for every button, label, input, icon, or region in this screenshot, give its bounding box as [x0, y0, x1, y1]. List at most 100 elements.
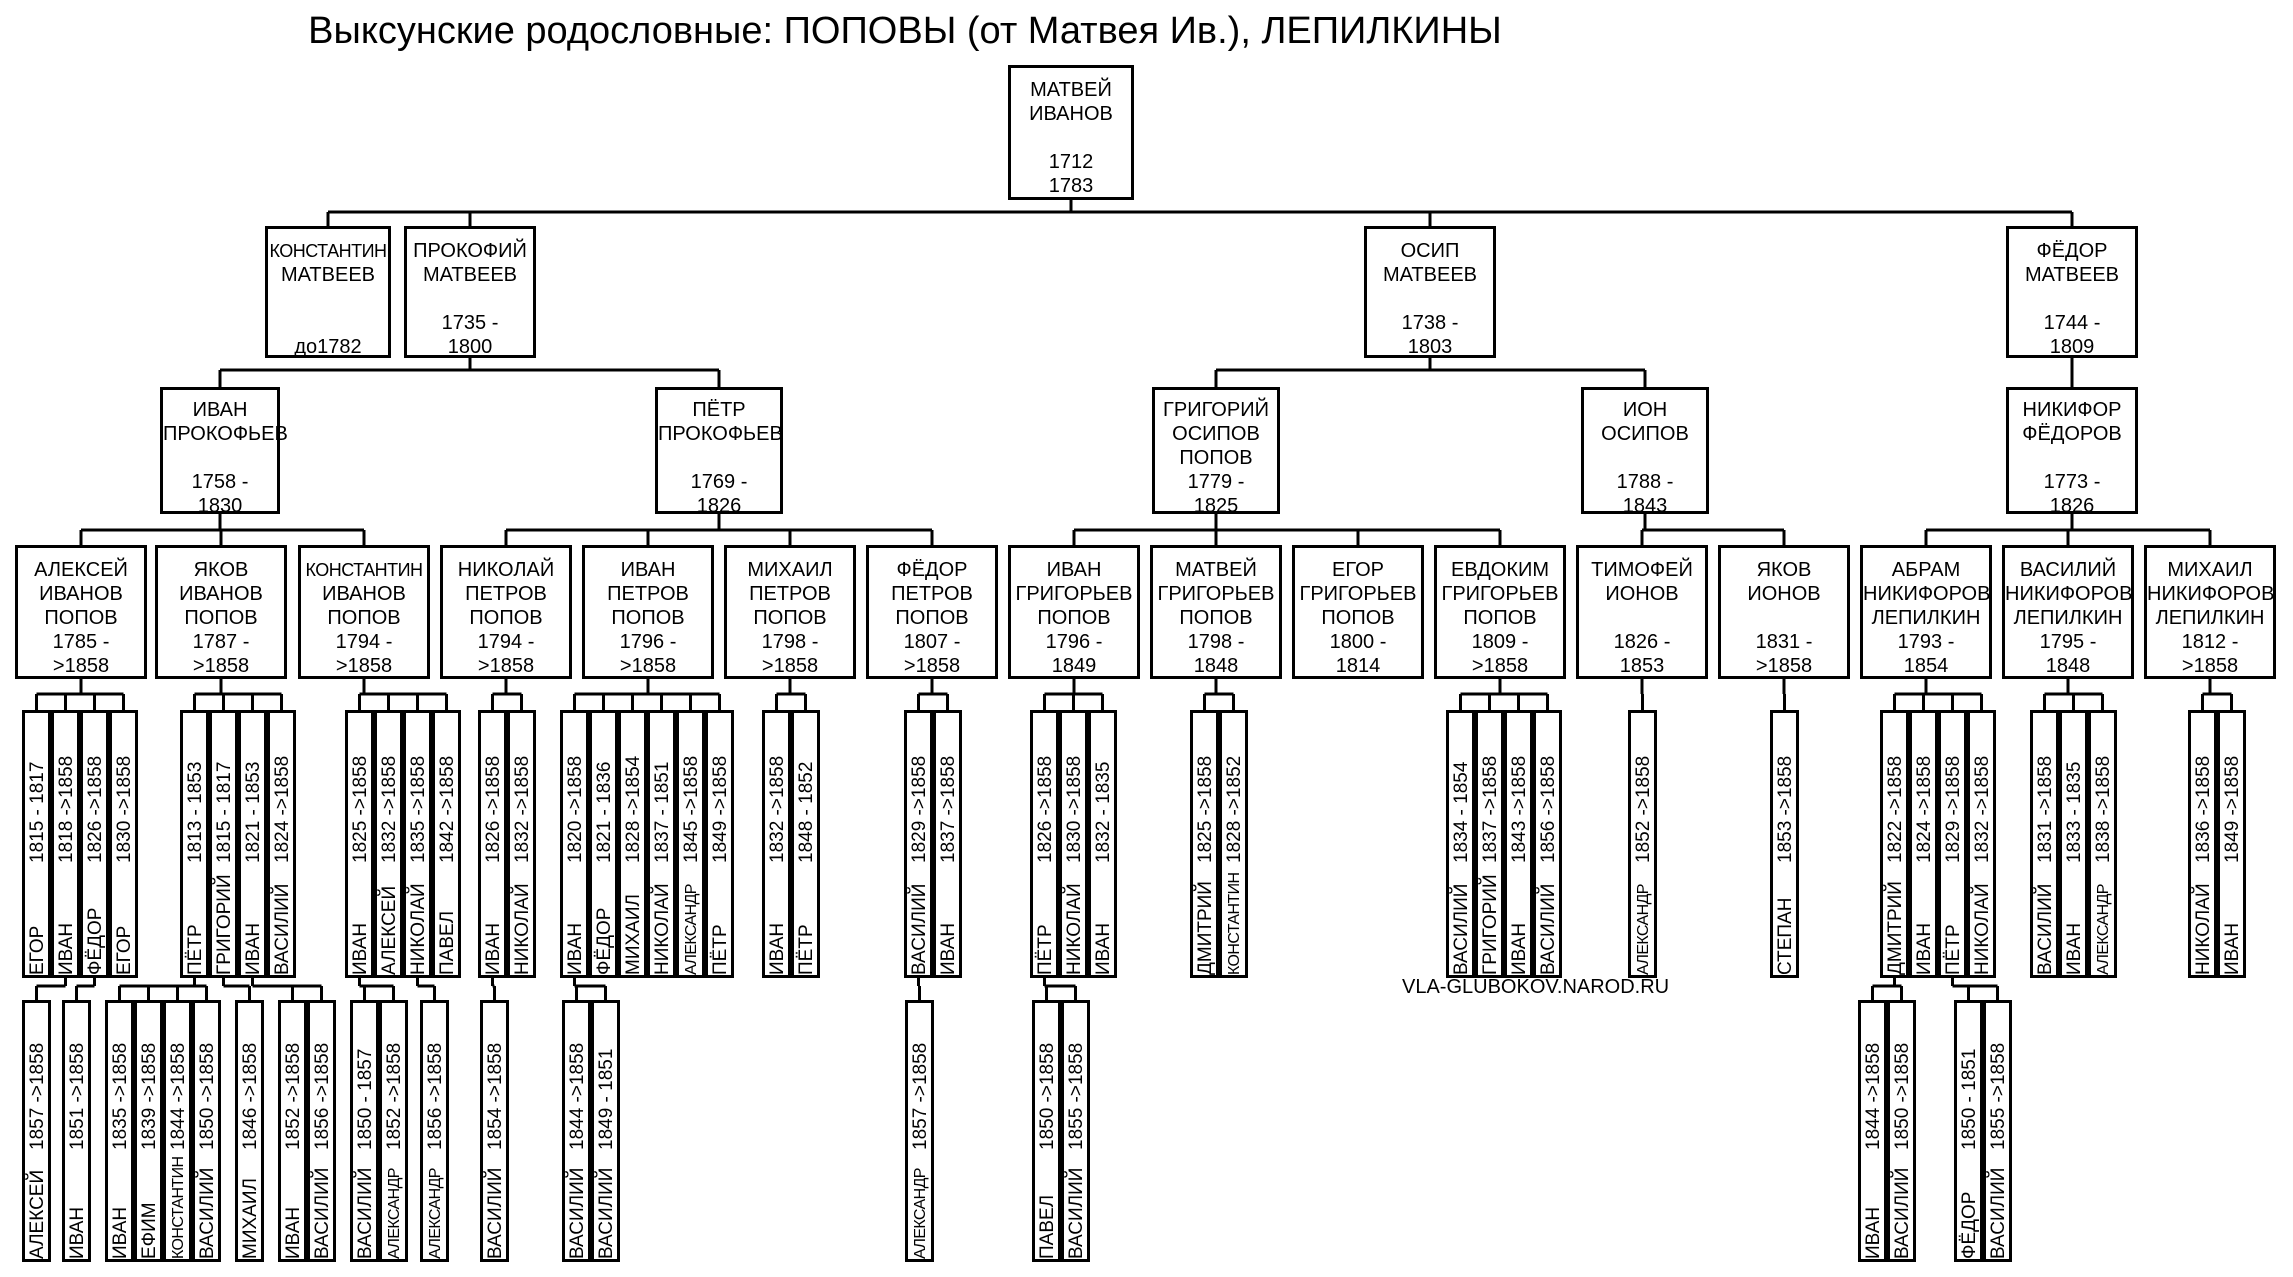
child-years: 1826 ->1858 — [85, 755, 106, 864]
child-years: 1815 - 1817 — [214, 761, 235, 864]
child-years: 1825 ->1858 — [350, 755, 371, 864]
child-years: 1850 - 1857 — [355, 1048, 376, 1150]
child-box: НИКОЛАЙ 1832 ->1858 — [1967, 710, 1996, 978]
child-name: ВАСИЛИЙ — [1988, 1167, 2009, 1259]
child-years: 1856 ->1858 — [1538, 755, 1559, 864]
child-years: 1844 ->1858 — [168, 1042, 189, 1150]
person-label: ОСИП — [1400, 240, 1460, 262]
person-label: МИХАИЛ — [2167, 559, 2253, 581]
child-years: 1850 - 1851 — [1959, 1048, 1980, 1150]
child-box: АЛЕКСАНДР 1857 ->1858 — [905, 1000, 934, 1262]
person-label: МАТВЕЙ — [1175, 559, 1257, 581]
person-label: ГРИГОРИЙ — [1163, 399, 1269, 421]
child-name: ФЁДОР — [594, 907, 615, 975]
person-label: 1809 — [2049, 336, 2095, 358]
child-name: ДМИТРИЙ — [1885, 881, 1906, 975]
person-label: ПЕТРОВ — [607, 583, 689, 605]
person-label: 1744 - — [2043, 312, 2101, 334]
person-label: НИКИФОРОВ — [2147, 583, 2275, 605]
child-name: МИХАИЛ — [240, 1178, 261, 1259]
person-label: ИВАНОВ — [39, 583, 123, 605]
person-label: 1795 - — [2039, 631, 2097, 653]
person-label: 1785 - — [52, 631, 110, 653]
child-name: НИКОЛАЙ — [1972, 883, 1993, 975]
person-label: МИХАИЛ — [747, 559, 833, 581]
person-label: 1783 — [1048, 175, 1094, 197]
person-label: 1779 - — [1187, 471, 1245, 493]
person-label: ИОНОВ — [1605, 583, 1679, 605]
child-name: ВАСИЛИЙ — [485, 1167, 506, 1259]
person-label: ПЕТРОВ — [465, 583, 547, 605]
child-years: 1835 ->1858 — [408, 755, 429, 864]
child-name: АЛЕКСАНДР — [912, 1168, 929, 1259]
person-label: ПОПОВ — [44, 607, 118, 629]
person-label: ЯКОВ — [1756, 559, 1812, 581]
child-years: 1857 ->1858 — [910, 1042, 931, 1150]
person-label: >1858 — [761, 655, 819, 677]
site-credit: VLA-GLUBOKOV.NAROD.RU — [1402, 976, 1670, 998]
person-label: ОСИПОВ — [1172, 423, 1260, 445]
person-label: ИОНОВ — [1747, 583, 1821, 605]
child-years: 1830 ->1858 — [1064, 755, 1085, 864]
child-name: ФЁДОР — [85, 907, 106, 975]
person-label: ГРИГОРЬЕВ — [1299, 583, 1417, 605]
person-label: АЛЕКСЕЙ — [34, 559, 128, 581]
person-label: АБРАМ — [1891, 559, 1961, 581]
child-name: ВАСИЛИЙ — [312, 1167, 333, 1259]
child-name: НИКОЛАЙ — [512, 883, 533, 975]
child-name: НИКОЛАЙ — [408, 883, 429, 975]
person-label: НИКИФОРОВ — [2005, 583, 2133, 605]
child-name: ПАВЕЛ — [437, 910, 458, 975]
person-label: ПОПОВ — [753, 607, 827, 629]
person-label: 1826 - — [1613, 631, 1671, 653]
person-label: 1796 - — [1045, 631, 1103, 653]
person-label: >1858 — [335, 655, 393, 677]
child-name: ИВАН — [67, 1206, 88, 1259]
person-label: >1858 — [1471, 655, 1529, 677]
child-name: ВАСИЛИЙ — [1892, 1167, 1913, 1259]
child-name: ВАСИЛИЙ — [2035, 883, 2056, 975]
person-label: ПЕТРОВ — [749, 583, 831, 605]
child-name: ЕГОР — [114, 925, 135, 975]
child-years: 1825 ->1858 — [1195, 755, 1216, 864]
person-label: 1853 — [1619, 655, 1665, 677]
person-label: ФЁДОР — [2036, 240, 2108, 262]
child-years: 1850 ->1858 — [1037, 1042, 1058, 1150]
person-label: 1712 — [1048, 151, 1094, 173]
person-label: 1849 — [1051, 655, 1097, 677]
person-label: НИКИФОР — [2022, 399, 2122, 421]
child-name: АЛЕКСАНДР — [386, 1168, 403, 1259]
child-name: ИВАН — [1863, 1206, 1884, 1259]
child-years: 1832 ->1858 — [1972, 755, 1993, 864]
person-label: >1858 — [903, 655, 961, 677]
person-label: ГРИГОРЬЕВ — [1015, 583, 1133, 605]
child-name: ПЁТР — [796, 924, 817, 975]
person-label: МАТВЕЕВ — [2024, 264, 2119, 286]
